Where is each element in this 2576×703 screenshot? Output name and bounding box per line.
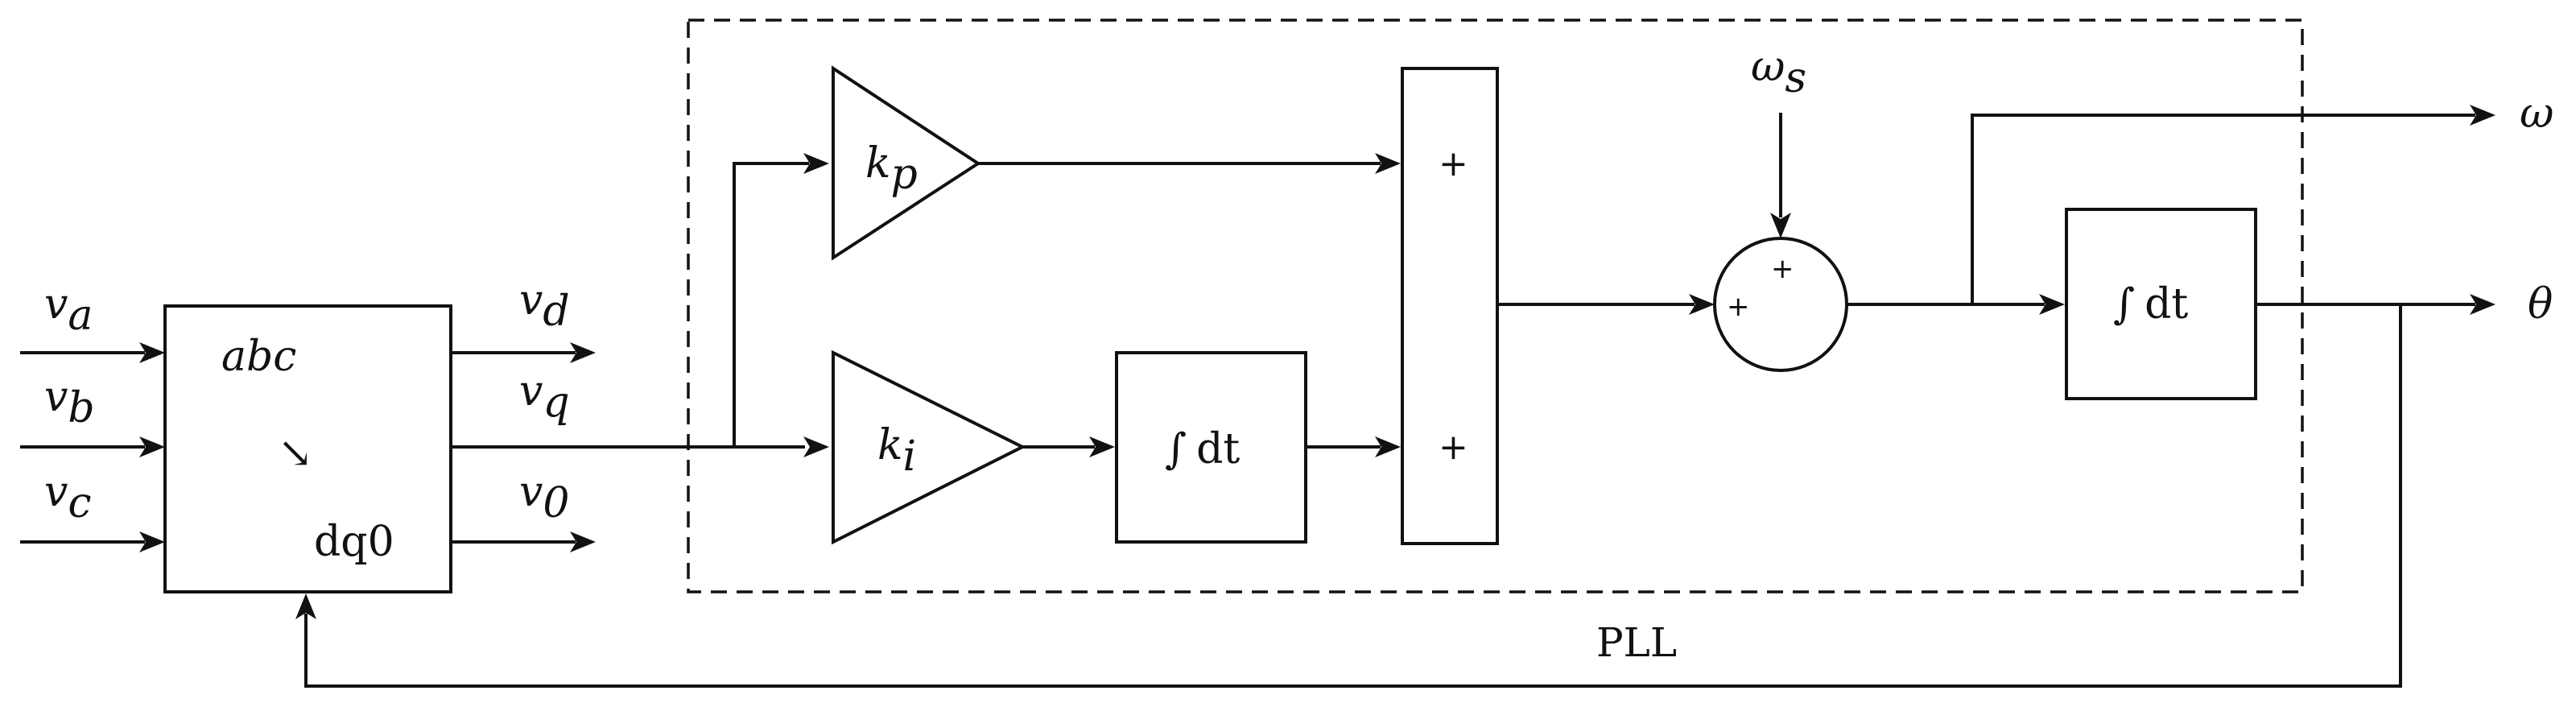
kp-gain-triangle xyxy=(832,65,981,261)
input-vc-label: vc xyxy=(44,468,92,527)
sum1-top-sign: + xyxy=(1439,143,1468,184)
input-vb-arrowhead xyxy=(139,436,165,457)
input-vb-label: vb xyxy=(44,373,95,432)
theta-feedback-arrowhead xyxy=(295,593,316,619)
theta-output-label: θ xyxy=(2528,280,2553,329)
vq-to-kp-line xyxy=(733,162,809,447)
transform-arrow-icon: ↘ xyxy=(278,429,313,478)
sum2-top-sign: + xyxy=(1771,253,1794,285)
omega-output-line xyxy=(1971,114,2475,304)
output-vq-label: vq xyxy=(519,367,570,427)
transform-to-suffix: 0 xyxy=(368,518,394,566)
sum1-to-sum2-arrowhead xyxy=(1689,294,1715,315)
theta-output-arrowhead xyxy=(2470,294,2496,315)
ki-to-integrator-arrowhead xyxy=(1089,436,1115,457)
omega-output-label: ω xyxy=(2520,89,2553,138)
omega-s-label: ωs xyxy=(1751,43,1806,102)
sum2-to-integrator-2-arrowhead xyxy=(2039,294,2065,315)
kp-input-arrowhead xyxy=(803,153,829,174)
omega-output-arrowhead xyxy=(2470,105,2496,126)
kp-to-sum-arrowhead xyxy=(1375,153,1401,174)
output-v0-arrowhead xyxy=(570,531,596,552)
kp-label: kp xyxy=(865,139,918,199)
output-v0-label: v0 xyxy=(519,468,569,527)
input-va-arrowhead xyxy=(139,342,165,363)
input-va-label: va xyxy=(44,280,93,340)
input-vc-arrowhead xyxy=(139,531,165,552)
pll-boundary xyxy=(687,19,2304,593)
vq-to-ki-arrowhead xyxy=(803,436,829,457)
ki-gain-triangle xyxy=(832,349,1026,545)
integrator-1-label: ∫dt xyxy=(1165,425,1240,473)
summing-block-1 xyxy=(1401,67,1499,545)
integrator-2-label: ∫dt xyxy=(2113,280,2188,329)
omega-s-arrowhead xyxy=(1770,213,1791,238)
ki-label: ki xyxy=(877,421,916,481)
output-vd-arrowhead xyxy=(570,342,596,363)
integrator-1-to-sum-arrowhead xyxy=(1375,436,1401,457)
transform-from-label: abc xyxy=(221,333,296,381)
sum2-left-sign: + xyxy=(1727,291,1750,323)
sum1-bottom-sign: + xyxy=(1439,427,1468,468)
pll-label: PLL xyxy=(1596,619,1677,666)
theta-feedback-line xyxy=(304,304,2402,688)
abc-dq0-transform-block xyxy=(163,304,452,593)
transform-to-prefix: dq xyxy=(314,518,368,566)
output-vd-label: vd xyxy=(519,276,570,336)
transform-to-label: dq0 xyxy=(314,518,394,566)
